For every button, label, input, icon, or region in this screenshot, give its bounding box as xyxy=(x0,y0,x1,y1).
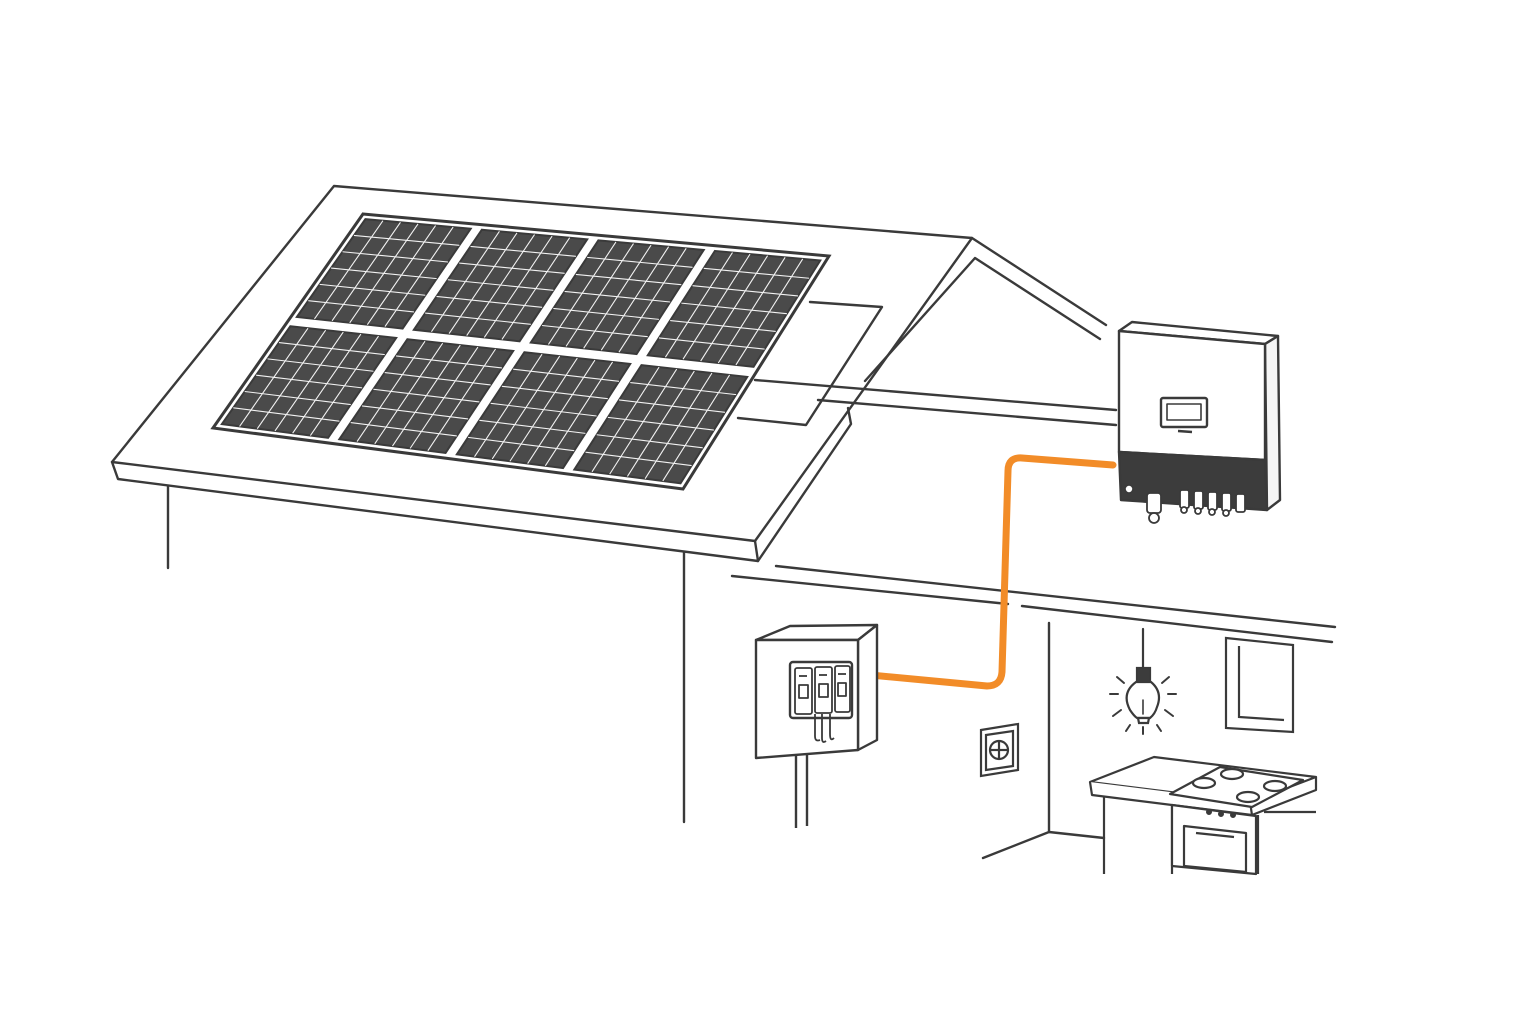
room-floor-line xyxy=(981,830,1106,860)
solar-panel-icon xyxy=(220,325,398,439)
inverter-front-body xyxy=(1117,329,1267,462)
interior-ceiling-line-3 xyxy=(1020,604,1334,644)
stove-front xyxy=(1170,803,1258,876)
inverter-led xyxy=(1124,484,1134,494)
roof-side-edge xyxy=(756,406,853,563)
wall-cabinet xyxy=(1224,636,1295,734)
roof-gable-inner xyxy=(863,256,1102,383)
breaker-box-mount xyxy=(794,754,809,828)
light-bulb-rays xyxy=(1109,676,1177,735)
solar-panel-icon xyxy=(646,249,822,368)
breaker-box-icon xyxy=(754,623,879,828)
house-structure xyxy=(110,184,1337,860)
breaker-box-top xyxy=(754,623,879,642)
inverter-display-stand xyxy=(1177,429,1193,434)
solar-panel-icon xyxy=(572,364,749,485)
inverter-icon xyxy=(1117,320,1282,524)
wall-ridge-line-upper xyxy=(753,378,1118,412)
breaker-box-side xyxy=(856,623,879,752)
solar-panel-icon xyxy=(455,351,632,470)
roof-front-edge xyxy=(110,460,760,563)
solar-panel-icon xyxy=(337,338,515,455)
wall-ridge-line-lower xyxy=(816,398,1118,427)
solar-panel-icon xyxy=(529,239,706,356)
breaker-wires xyxy=(814,714,835,743)
interior-ceiling-line xyxy=(774,564,1337,629)
inverter-connectors xyxy=(1146,489,1246,524)
counter-right-edge xyxy=(1251,777,1318,817)
breaker-switches xyxy=(794,665,851,715)
interior-ceiling-line-2 xyxy=(730,574,1010,606)
light-bulb-icon xyxy=(1109,627,1177,735)
inverter-display-inner xyxy=(1166,403,1202,421)
power-outlet-icon xyxy=(979,722,1020,778)
roof-hatch-outline xyxy=(736,300,884,427)
stove-icon xyxy=(1168,765,1305,876)
power-cable xyxy=(856,454,1117,690)
solar-array xyxy=(210,212,832,491)
stove-oven-door xyxy=(1182,824,1248,874)
inverter-side-face xyxy=(1263,334,1282,512)
solar-panel-icon xyxy=(412,228,589,343)
roof-gable xyxy=(970,236,1108,327)
solar-panel-icon xyxy=(295,218,473,330)
